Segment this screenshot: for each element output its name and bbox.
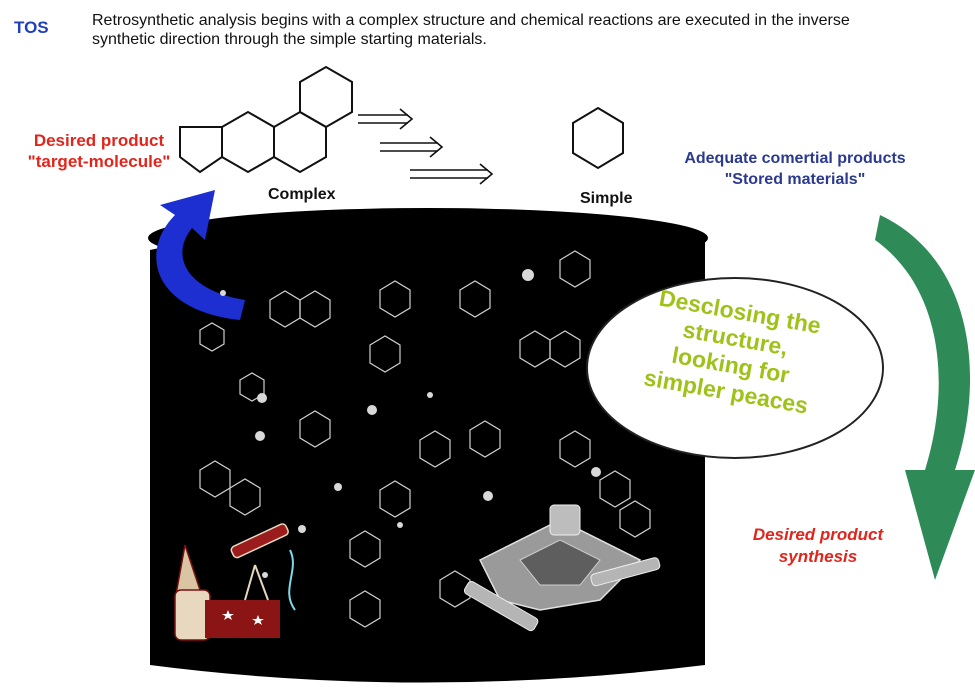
blue-curved-arrow-icon: [156, 190, 245, 320]
green-curved-arrow-icon: [875, 215, 975, 580]
simple-label: Simple: [580, 190, 633, 207]
synthesis-subtitle: synthesis: [778, 547, 858, 566]
commercial-products-title: Adequate comertial products: [684, 150, 906, 167]
synthesis-label: Desired product synthesis: [718, 524, 918, 568]
tos-tag: TOS: [14, 18, 49, 37]
simple-molecule: [572, 106, 624, 170]
desired-product-title: Desired product: [33, 131, 165, 150]
complex-label: Complex: [268, 186, 336, 203]
spaceship-icon: [463, 504, 661, 632]
stored-materials-subtitle: "Stored materials": [724, 171, 866, 188]
retro-arrow-icon: [358, 108, 494, 185]
intro-description: Retrosynthetic analysis begins with a co…: [92, 12, 850, 48]
drum-dots: [220, 269, 601, 578]
desired-product-label: Desired product "target-molecule": [4, 130, 194, 172]
speech-bubble: [586, 277, 884, 459]
complex-molecule: [179, 65, 353, 174]
stored-materials-label: Adequate comertial products "Stored mate…: [640, 148, 950, 190]
synthesis-title: Desired product: [752, 525, 884, 544]
drum-molecules: [199, 250, 651, 628]
target-molecule-label: "target-molecule": [27, 152, 171, 171]
wizard-telescope-icon: [174, 523, 296, 641]
